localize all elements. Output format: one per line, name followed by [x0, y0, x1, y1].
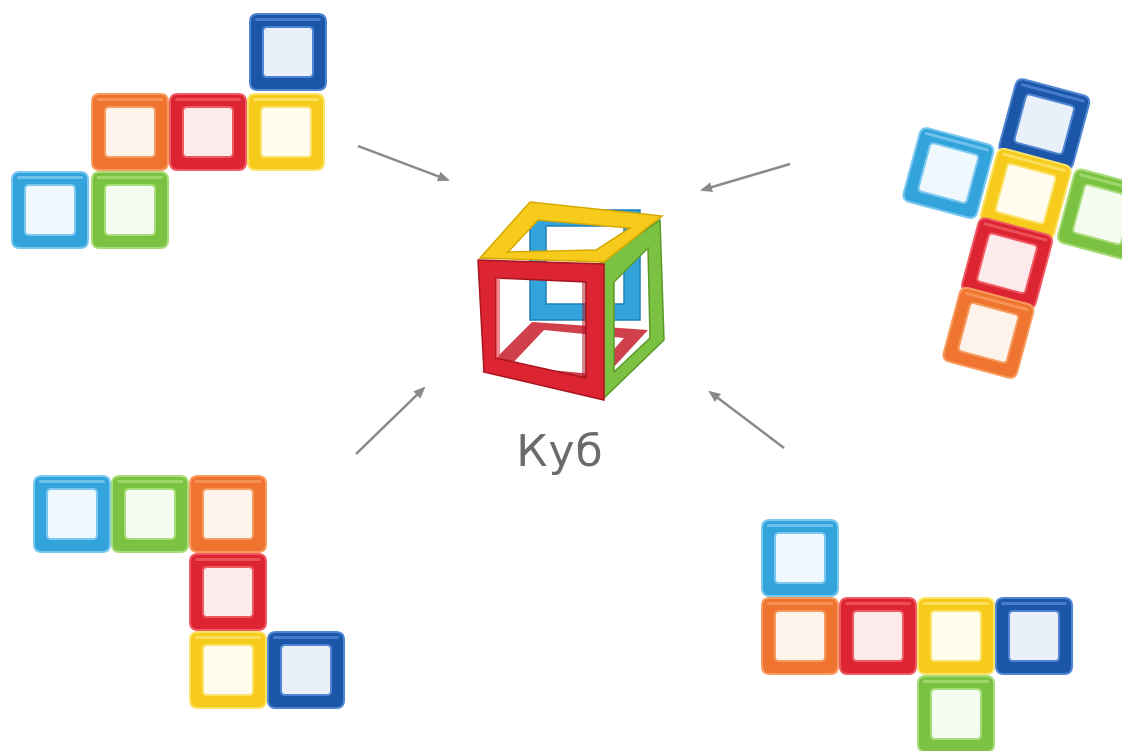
cyan-square-tile — [902, 127, 995, 219]
green-square-tile — [111, 475, 189, 553]
orange-square-tile — [761, 597, 839, 675]
orange-square-tile — [189, 475, 267, 553]
cyan-square-tile — [11, 171, 89, 249]
red-square-tile — [839, 597, 917, 675]
green-square-tile — [917, 675, 995, 751]
green-square-tile — [1057, 168, 1122, 261]
blue-square-tile — [995, 597, 1073, 675]
green-square-tile — [91, 171, 169, 249]
cube-caption: Куб — [516, 426, 604, 477]
arrow-from-bottom-right — [708, 390, 785, 449]
arrow-from-top-left — [357, 144, 450, 182]
arrows — [355, 144, 791, 455]
net-bottom-right — [761, 519, 1073, 751]
net-top-left — [11, 13, 327, 249]
net-top-right — [902, 78, 1122, 379]
blue-square-tile — [267, 631, 345, 709]
blue-square-tile — [998, 78, 1091, 171]
arrow-from-bottom-left — [355, 386, 426, 455]
orange-square-tile — [942, 286, 1035, 379]
yellow-square-tile — [979, 147, 1072, 240]
yellow-square-tile — [917, 597, 995, 675]
cube-top-face — [478, 201, 664, 263]
orange-square-tile — [91, 93, 169, 171]
red-square-tile — [189, 553, 267, 631]
cyan-square-tile — [761, 519, 839, 597]
yellow-square-tile — [189, 631, 267, 709]
net-bottom-left — [33, 475, 345, 709]
blue-square-tile — [249, 13, 327, 91]
assembled-cube — [477, 201, 665, 401]
cyan-square-tile — [33, 475, 111, 553]
red-square-tile — [961, 217, 1053, 310]
yellow-square-tile — [247, 93, 325, 171]
red-square-tile — [169, 93, 247, 171]
arrow-from-top-right — [700, 162, 791, 192]
